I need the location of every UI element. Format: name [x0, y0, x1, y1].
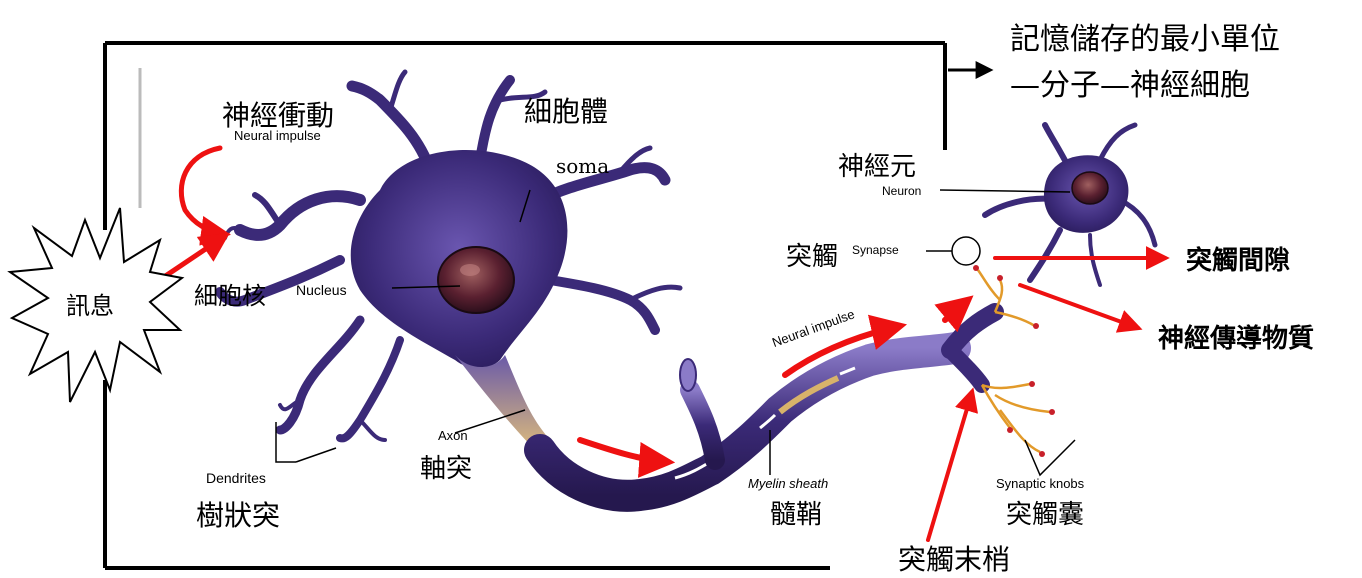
dendrites-zh-label: 樹狀突: [196, 494, 280, 534]
nucleus: [438, 247, 514, 313]
nucleus-zh-label: 細胞核: [194, 276, 266, 311]
axon: [540, 312, 995, 496]
soma-en-label: soma: [556, 154, 609, 178]
message-label: 訊息: [66, 286, 114, 321]
axon-flow-arrow-2: [945, 300, 968, 320]
caption-line1: 記憶儲存的最小單位: [1010, 14, 1280, 58]
axon-zh-label: 軸突: [420, 448, 472, 485]
synaptic-cleft-label: 突觸間隙: [1186, 240, 1290, 277]
myelin-en-label: Myelin sheath: [748, 476, 828, 491]
nucleus-en-label: Nucleus: [296, 282, 347, 298]
axon-en-label: Axon: [438, 428, 468, 443]
synapse-zh-label: 突觸: [786, 236, 838, 273]
neurotransmitter-arrow: [1020, 285, 1138, 328]
synaptic-knobs-zh-label: 突觸囊: [1006, 494, 1084, 531]
soma-zh-label: 細胞體: [524, 90, 608, 130]
myelin-zh-label: 髓鞘: [770, 494, 822, 531]
synaptic-knobs-en-label: Synaptic knobs: [996, 476, 1084, 491]
synapse-en-label: Synapse: [852, 243, 899, 257]
neural-impulse-en-label: Neural impulse: [234, 128, 321, 143]
neurotransmitter-label: 神經傳導物質: [1158, 318, 1314, 355]
neural-impulse-curved-arrow: [181, 148, 225, 234]
synapse-circle: [952, 237, 980, 265]
neuron-zh-label: 神經元: [838, 146, 916, 183]
axon-terminals: [978, 270, 1050, 452]
axon-terminal-label: 突觸末梢: [898, 538, 1010, 578]
dendrites-en-label: Dendrites: [206, 470, 266, 486]
axon-flow-arrow-1: [580, 440, 668, 462]
axon-terminal-arrow: [928, 392, 972, 540]
neuron-en-label: Neuron: [882, 184, 921, 198]
caption-line2: —分子—神經細胞: [1010, 60, 1250, 104]
target-neuron: [985, 125, 1155, 285]
